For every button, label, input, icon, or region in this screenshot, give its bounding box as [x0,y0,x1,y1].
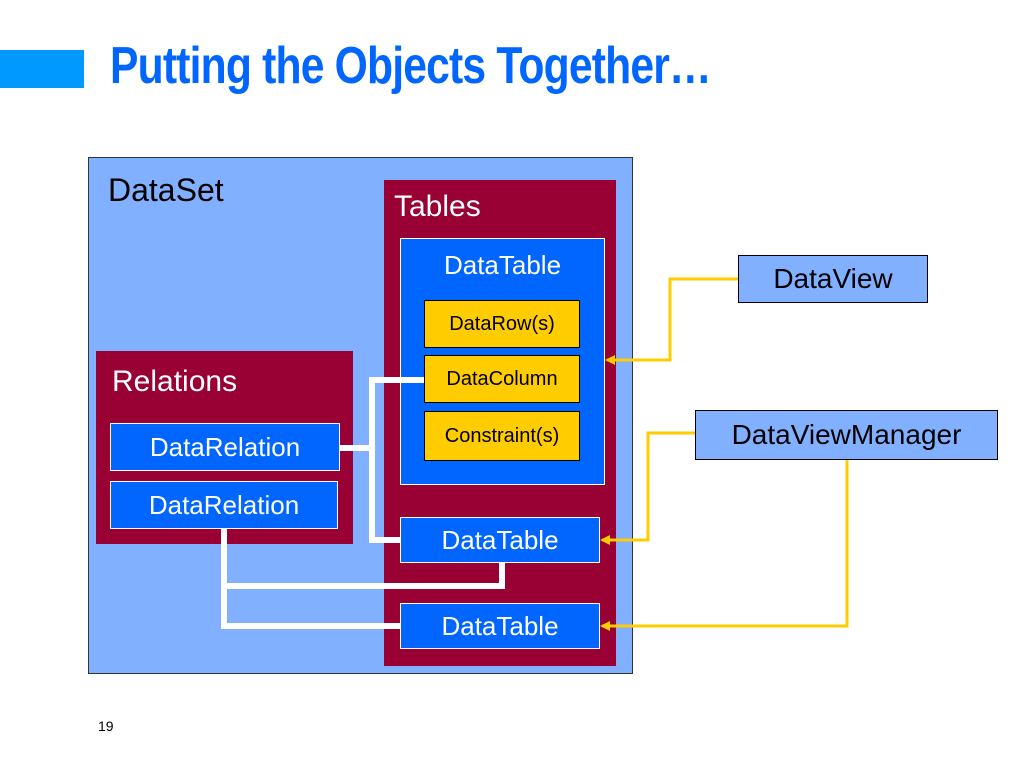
connector-dvm-to-datatable2 [600,431,695,545]
page-number: 19 [98,718,114,734]
connector-relation2-to-datatable2 [221,529,505,589]
title-accent-bar [0,50,84,88]
datatable-3: DataTable [400,603,600,649]
connector-dataview-to-datatable [605,277,738,365]
slide-title: Putting the Objects Together… [110,37,712,95]
datacolumn-box: DataColumn [424,355,580,403]
datarows-box: DataRow(s) [424,300,580,348]
datarelation-2: DataRelation [110,481,338,529]
relations-label: Relations [112,365,238,398]
connector-relation1-to-datatable2 [369,448,400,543]
datatable-2: DataTable [400,517,600,563]
dataviewmanager-box: DataViewManager [695,410,998,460]
constraints-box: Constraint(s) [424,411,580,461]
connector-relation1-to-datacolumn [340,377,424,451]
connector-relation2-to-datatable3 [221,586,400,629]
datatable-main-label: DataTable [443,250,562,280]
datarelation-1: DataRelation [110,423,340,471]
dataset-label: DataSet [108,172,224,208]
dataview-box: DataView [738,255,928,303]
tables-label: Tables [394,190,481,223]
connector-dvm-to-datatable3 [600,460,849,631]
